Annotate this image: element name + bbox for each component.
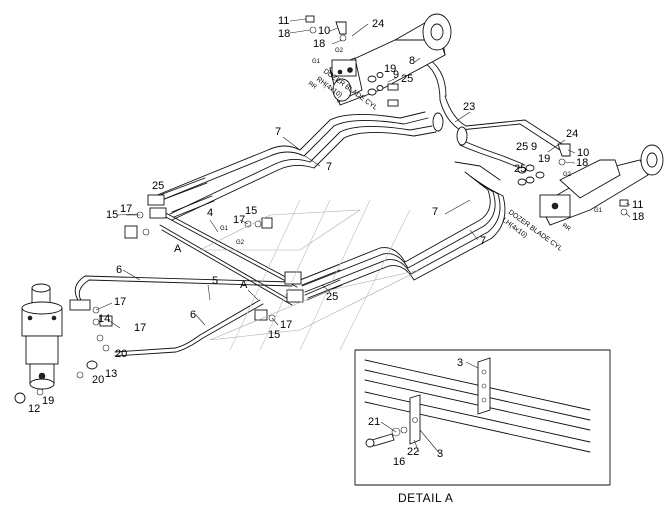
label-6: 6 [190,309,196,321]
label-18: 18 [313,38,325,50]
label-25: 25 [514,163,526,175]
label-20: 20 [92,374,104,386]
label-24: 24 [566,128,578,140]
detail-label-3: 3 [457,357,463,369]
detail-label-3: 3 [437,448,443,460]
label-17: 17 [233,214,245,226]
label-19: 19 [384,63,396,75]
label-18: 18 [632,211,644,223]
label-23: 23 [463,101,475,113]
label-a: A [174,243,182,255]
dozer-cylinder-lh [539,144,664,226]
clamp-23 [432,112,468,146]
label-11: 11 [632,199,643,211]
label-9: 9 [393,69,399,81]
label-9: 9 [531,141,537,153]
label-rr: RR [561,223,572,233]
label-18: 18 [576,157,588,169]
label-10: 10 [577,147,589,159]
label-12: 12 [28,403,40,415]
leader-lines [95,18,631,455]
detail-label-21: 21 [368,416,380,428]
label-15: 15 [106,209,118,221]
label-17: 17 [280,319,292,331]
detail-label-22: 22 [407,446,419,458]
swivel-joint [21,283,63,390]
label-25: 25 [401,73,413,85]
label-7: 7 [480,235,486,247]
label-24: 24 [372,18,384,30]
detail-a-panel [354,349,611,486]
label-15: 15 [245,205,257,217]
label-a: A [240,279,248,291]
label-7: 7 [275,126,281,138]
detail-label-16: 16 [393,456,405,468]
label-11: 11 [278,15,289,27]
pipe-lines [74,55,566,357]
label-15: 15 [268,329,280,341]
label-6: 6 [116,264,122,276]
label-17: 17 [134,322,146,334]
label-rr: RR [307,81,318,91]
label-g1: G1 [594,208,603,214]
label-25: 25 [152,180,164,192]
label-17: 17 [120,203,132,215]
label-5: 5 [212,275,218,287]
label-g1: G1 [312,59,321,65]
label-17: 17 [114,296,126,308]
label-19: 19 [42,395,54,407]
label-20: 20 [115,348,127,360]
label-13: 13 [105,368,117,380]
label-7: 7 [326,161,332,173]
label-g2: G2 [236,240,245,246]
label-14: 14 [98,313,110,325]
label-8: 8 [409,55,415,67]
label-g2: G2 [335,48,344,54]
label-18: 18 [278,28,290,40]
dozer-cylinder-rh [329,13,452,106]
detail-a-title: DETAIL A [398,491,453,505]
label-25: 25 [516,141,528,153]
fittings [14,15,629,404]
label-4: 4 [207,207,213,219]
label-19: 19 [538,153,550,165]
label-7: 7 [432,206,438,218]
label-25: 25 [326,291,338,303]
label-10: 10 [318,25,330,37]
part-labels: 11 18 10 24 18 G2 G1 8 19 9 25 DOZER BLA… [28,15,644,505]
frame-outline [199,199,421,351]
label-g2: G2 [563,172,572,178]
label-g1: G1 [220,226,229,232]
